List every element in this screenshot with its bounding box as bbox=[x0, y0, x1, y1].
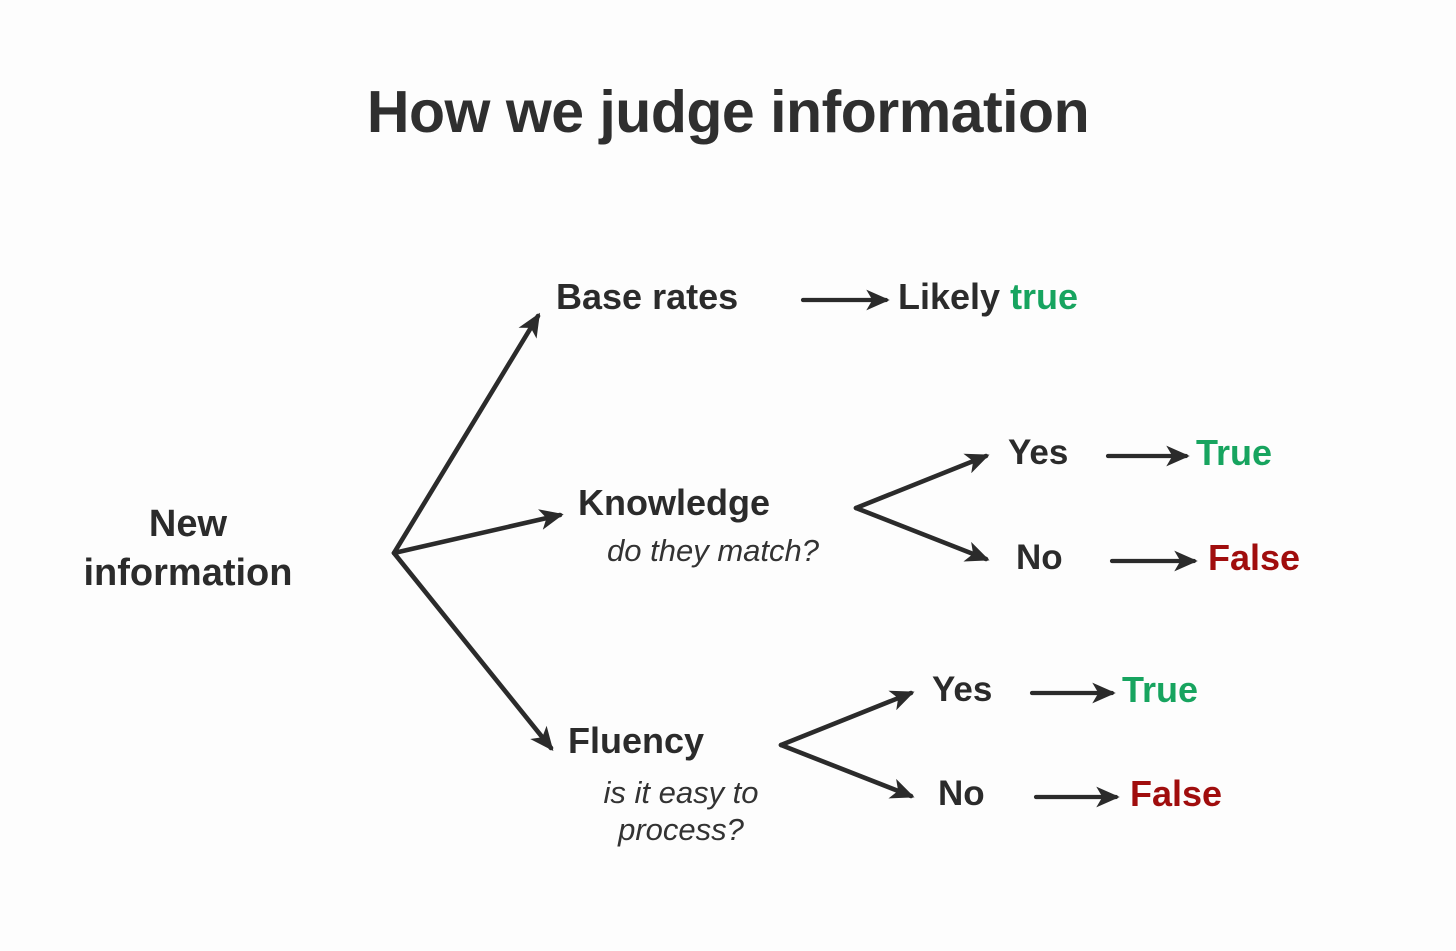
edge-knowledge-to-yes bbox=[853, 453, 990, 511]
verdict-fluency-true: True bbox=[1122, 669, 1199, 710]
root-label-line2: information bbox=[83, 551, 293, 594]
page-title: How we judge information bbox=[366, 79, 1090, 145]
node-fluency: Fluency bbox=[568, 720, 705, 761]
verdict-knowledge-false: False bbox=[1208, 537, 1301, 578]
condition-fluency-no: No bbox=[938, 774, 985, 813]
edge-knowledge-to-no bbox=[853, 505, 990, 562]
edge-root-to-knowledge bbox=[391, 509, 564, 556]
node-fluency-subtitle: is it easy to process? bbox=[555, 775, 807, 848]
verdict-word-true: true bbox=[1010, 276, 1079, 317]
fluency-subtitle-line2: process? bbox=[618, 811, 744, 847]
edge-root-to-fluency bbox=[391, 550, 554, 751]
edge-fluency-to-yes bbox=[778, 690, 915, 748]
node-new-information: New information bbox=[0, 500, 376, 597]
fluency-subtitle-line1: is it easy to bbox=[603, 775, 759, 810]
condition-knowledge-yes: Yes bbox=[1008, 433, 1069, 472]
node-knowledge-subtitle: do they match? bbox=[607, 533, 819, 568]
node-base-rates: Base rates bbox=[556, 276, 739, 317]
edge-root-to-base-rates bbox=[391, 312, 541, 556]
condition-fluency-yes: Yes bbox=[932, 670, 993, 709]
verdict-knowledge-true: True bbox=[1196, 432, 1273, 473]
root-label-line1: New bbox=[148, 503, 228, 545]
verdict-fluency-false: False bbox=[1130, 773, 1223, 814]
verdict-base-rates-likely-true: Likely true bbox=[898, 276, 1078, 318]
condition-knowledge-no: No bbox=[1016, 538, 1063, 577]
node-knowledge: Knowledge bbox=[578, 482, 771, 523]
verdict-prefix: Likely bbox=[898, 276, 1011, 317]
